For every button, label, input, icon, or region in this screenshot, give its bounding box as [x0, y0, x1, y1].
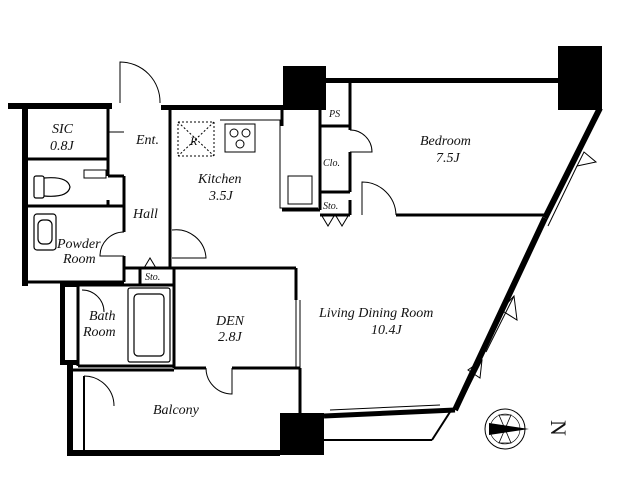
column-top: [283, 66, 326, 110]
ps-label: PS: [328, 109, 340, 120]
bathtub: [127, 287, 171, 363]
hall-label: Hall: [132, 207, 158, 222]
compass-icon: [484, 408, 529, 450]
bedroom-size: 7.5J: [436, 151, 461, 166]
shoe-shelf: [83, 169, 107, 179]
powder-sink: [33, 213, 57, 251]
entrance-label: Ent.: [135, 133, 159, 148]
powder-label: Powder: [56, 237, 101, 252]
interior-walls: [26, 83, 545, 413]
diagonal-walls: [83, 106, 603, 455]
column-right: [558, 46, 602, 110]
storage-hall-label: Sto.: [145, 272, 160, 283]
den-sliding-door: [295, 300, 301, 368]
den-label: DEN: [215, 314, 245, 329]
fridge-space: [177, 121, 215, 157]
closet-label: Clo.: [323, 158, 340, 169]
bedroom-label: Bedroom: [420, 134, 471, 149]
sic-label: SIC: [52, 122, 74, 137]
storage-bed-label: Sto.: [323, 201, 338, 212]
living-label: Living Dining Room: [318, 306, 433, 321]
toilet: [33, 175, 71, 199]
kitchen-size: 3.5J: [208, 189, 234, 204]
sic-size: 0.8J: [50, 139, 75, 154]
windows: [329, 165, 578, 411]
compass-north-label: N: [546, 420, 571, 436]
door-swings: [81, 61, 598, 407]
powder-label-room: Room: [62, 252, 96, 267]
column-bottom: [280, 413, 324, 455]
bath-label-room: Room: [82, 325, 116, 340]
balcony-label: Balcony: [153, 403, 200, 418]
den-size: 2.8J: [218, 330, 243, 345]
fridge-label: R: [189, 134, 198, 148]
living-size: 10.4J: [371, 323, 403, 338]
kitchen-counter: [220, 119, 318, 209]
stove: [224, 123, 256, 153]
bath-label: Bath: [89, 309, 115, 324]
kitchen-label: Kitchen: [197, 172, 242, 187]
